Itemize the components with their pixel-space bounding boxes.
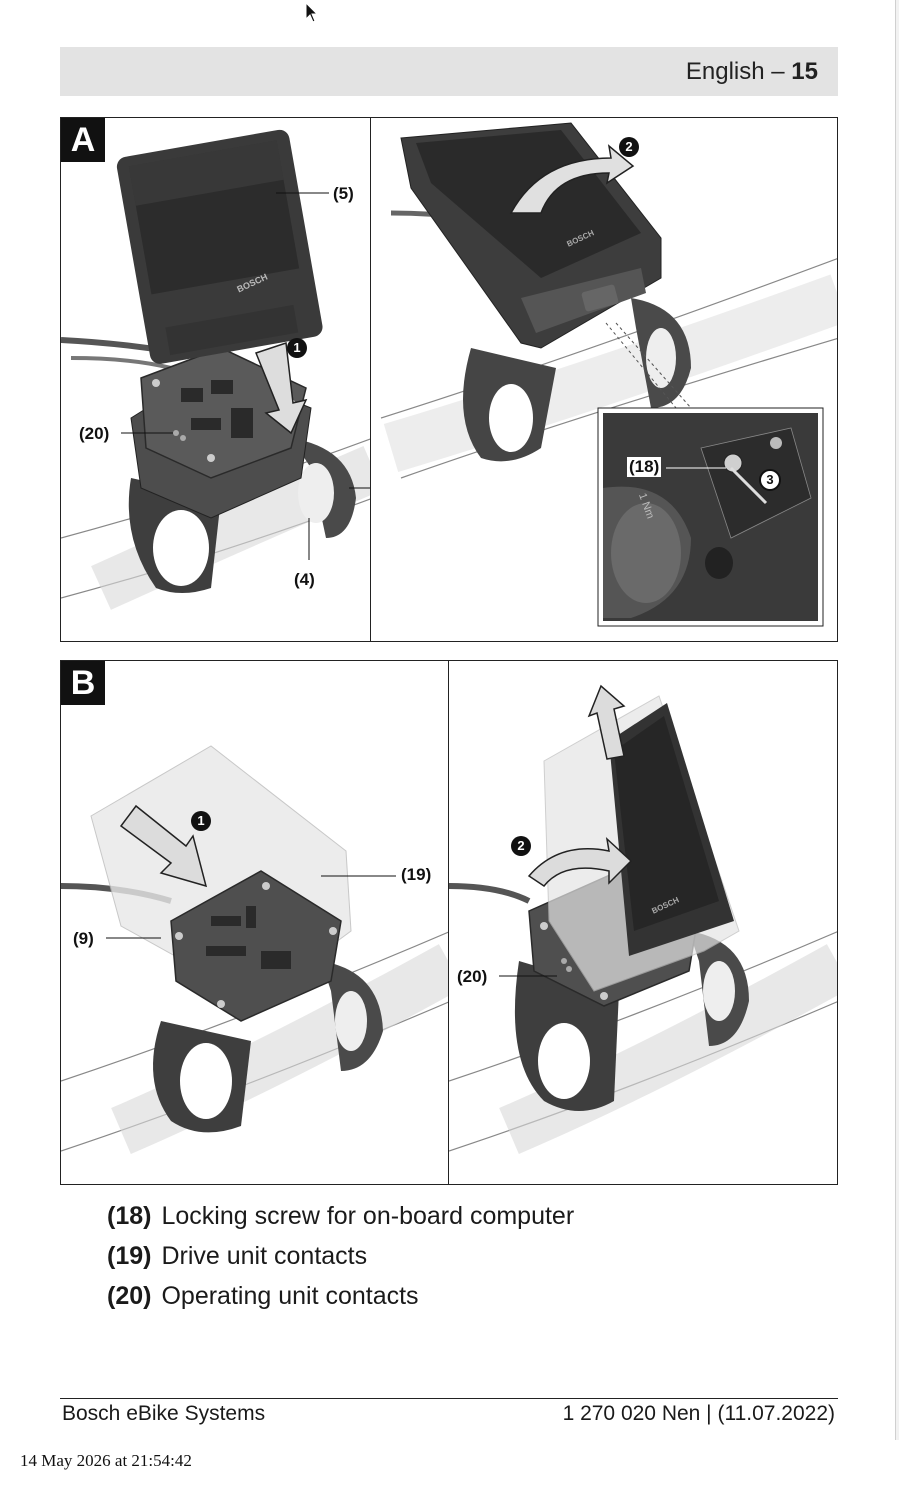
footer-company: Bosch eBike Systems: [62, 1402, 266, 1425]
step-3-badge: 3: [759, 469, 781, 491]
legend-number: (18): [107, 1202, 152, 1230]
capture-timestamp: 14 May 2026 at 21:54:42: [20, 1451, 192, 1470]
legend-list: (18)Locking screw for on-board computer …: [107, 1196, 574, 1316]
callout-20: (20): [457, 967, 488, 986]
legend-text: Operating unit contacts: [161, 1282, 419, 1310]
callout-5: (5): [333, 184, 354, 203]
legend-item: (20) Operating unit contacts: [107, 1276, 574, 1316]
figure-a-right-illustration: [380, 122, 837, 627]
page-header-text: English – 15: [686, 58, 818, 86]
callout-19: (19): [401, 865, 432, 884]
callout-9: (9): [73, 929, 94, 948]
legend-item: (18) Locking screw for on-board computer: [107, 1196, 574, 1236]
figure-a-right-panel: 2 3 (18) 1 Nm BOSCH: [370, 117, 838, 642]
step-1-badge: 1: [191, 811, 211, 831]
legend-item: (19) Drive unit contacts: [107, 1236, 574, 1276]
legend-text: Drive unit contacts: [161, 1242, 368, 1270]
legend-text: Locking screw for on-board computer: [161, 1202, 575, 1230]
mouse-cursor-icon: [305, 2, 319, 23]
page-header: English – 15: [60, 47, 838, 96]
figure-b-right-panel: 2 (20) BOSCH: [448, 660, 838, 1185]
figure-b-left-illustration: [61, 745, 449, 1154]
section-tag-b: B: [61, 661, 105, 705]
figure-a-left-illustration: [61, 129, 371, 610]
step-1-badge: 1: [287, 338, 307, 358]
window-edge: [895, 0, 899, 1440]
footer-divider: [60, 1398, 838, 1399]
section-tag-a: A: [61, 118, 105, 162]
step-2-badge: 2: [511, 836, 531, 856]
legend-number: (20): [107, 1282, 152, 1310]
step-2-badge: 2: [619, 137, 639, 157]
figure-b-left-panel: B 1 (9) (19): [60, 660, 450, 1185]
callout-4: (4): [294, 570, 315, 589]
figure-a-left-panel: A (5) (20) (4) 1 BOSCH: [60, 117, 372, 642]
callout-20: (20): [79, 424, 110, 443]
footer-doc-number: 1 270 020 Nen | (11.07.2022): [562, 1402, 835, 1425]
callout-18: (18): [627, 457, 662, 477]
legend-number: (19): [107, 1242, 152, 1270]
header-separator: –: [764, 58, 792, 85]
header-language: English: [685, 58, 765, 85]
figure-b-right-illustration: [449, 684, 837, 1154]
page-number: 15: [791, 58, 818, 85]
